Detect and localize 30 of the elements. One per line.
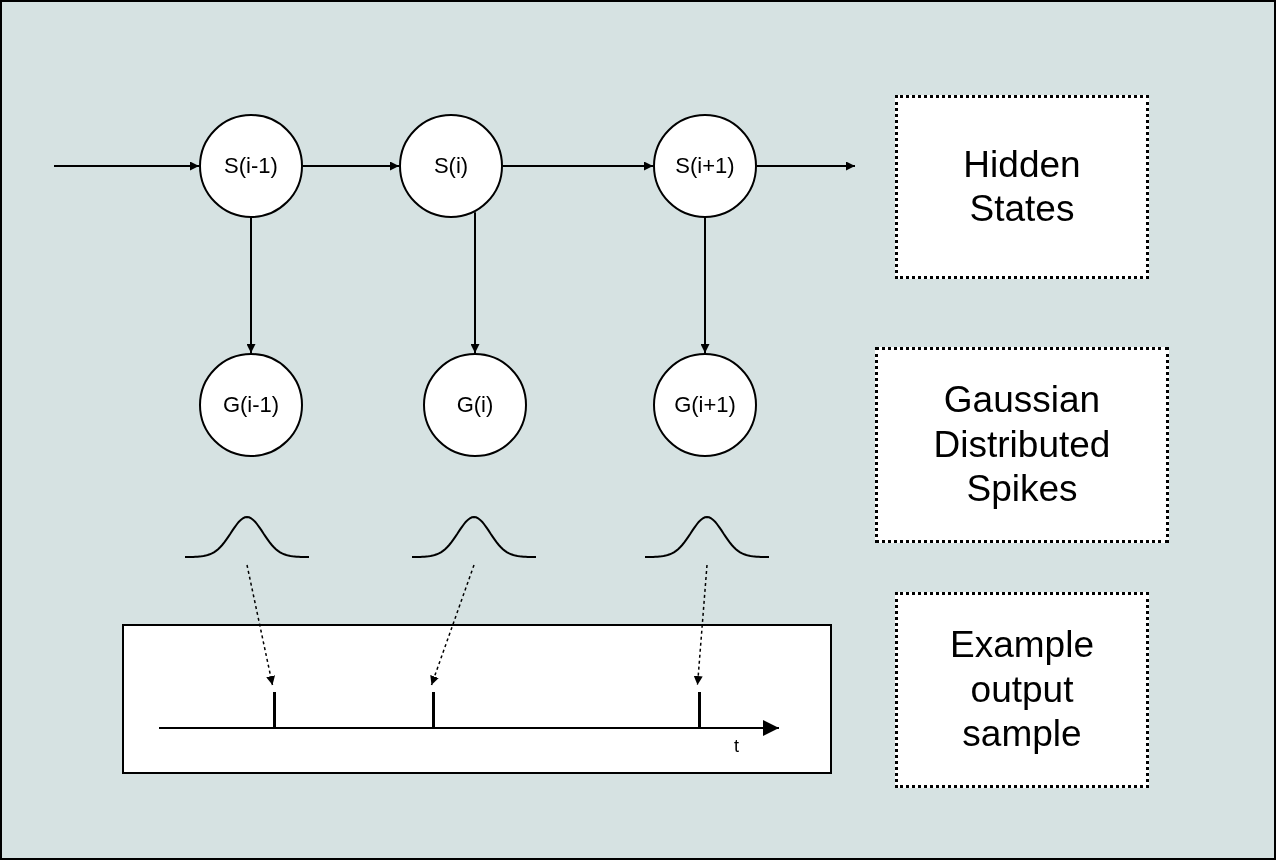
state-label: S(i+1) [675,153,735,179]
state-label: G(i+1) [674,392,736,418]
state-label: G(i-1) [222,392,280,418]
arrow [246,564,276,686]
caption-box [875,347,1169,543]
arrow [756,161,856,171]
arrow [302,161,400,171]
caption-text: Gaussian Distributed Spikes [932,378,1112,512]
arrow [430,564,475,686]
caption-text: Example output sample [949,623,1095,757]
state-label: S(i) [433,153,469,179]
arrow [470,211,480,354]
spike-mark [273,692,276,728]
spike-mark [432,692,435,728]
caption-box [895,592,1149,788]
state-label: S(i-1) [224,153,278,179]
gaussian-curve-icon [185,514,309,560]
output-panel [122,624,832,774]
gaussian-curve-icon [645,514,769,560]
spike-mark [698,692,701,728]
caption-text: Hidden States [962,142,1082,231]
arrow [700,217,710,354]
axis-label: t [734,736,739,757]
arrow [693,564,708,686]
arrow [53,161,200,171]
arrow [502,161,654,171]
gaussian-curve-icon [412,514,536,560]
caption-box [895,95,1149,279]
state-label: G(i) [456,392,494,418]
arrow [246,217,256,354]
